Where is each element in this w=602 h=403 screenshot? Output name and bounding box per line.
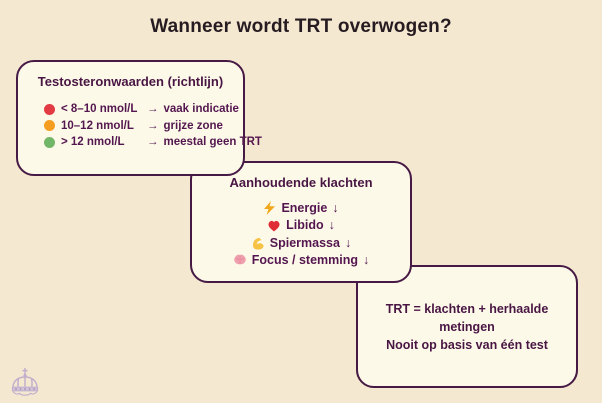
right-arrow-icon: → [147,136,159,149]
symptom-label: Focus / stemming [251,253,359,268]
threshold-value: < 8–10 nmol/L [61,103,138,116]
green-dot-icon [44,136,55,148]
conclusion-line-2: Nooit op basis van één test [386,337,548,352]
threshold-result: vaak indicatie [163,103,239,116]
symptom-row: Energie ↓ [192,199,410,217]
red-dot-icon [44,103,55,115]
threshold-value: 10–12 nmol/L [61,119,134,132]
threshold-row: < 8–10 nmol/L → vaak indicatie [44,101,243,118]
brain-icon [233,254,247,266]
symptom-label: Spiermassa [269,235,340,250]
down-arrow-icon: ↓ [328,218,335,233]
symptom-card: Aanhoudende klachten Energie ↓ Libido ↓ [190,161,412,283]
down-arrow-icon: ↓ [363,253,370,268]
page-title: Wanneer wordt TRT overwogen? [150,16,452,37]
symptom-list: Energie ↓ Libido ↓ Spiermassa ↓ [192,199,410,269]
down-arrow-icon: ↓ [332,200,339,215]
symptom-row: Spiermassa ↓ [192,234,410,252]
lightning-icon [263,200,276,215]
threshold-row: > 12 nmol/L → meestal geen TRT [44,134,262,151]
threshold-value: > 12 nmol/L [61,136,125,149]
threshold-result: meestal geen TRT [163,136,262,149]
threshold-card-title: Testosteronwaarden (richtlijn) [37,74,224,89]
right-arrow-icon: → [147,119,159,132]
threshold-result: grijze zone [163,119,223,132]
conclusion-line-1: TRT = klachten + herhaalde metingen [385,301,549,334]
conclusion-text: TRT = klachten + herhaalde metingen Nooi… [358,300,576,354]
symptom-row: Focus / stemming ↓ [192,252,410,270]
right-arrow-icon: → [147,103,159,116]
threshold-card: Testosteronwaarden (richtlijn) < 8–10 nm… [16,60,262,176]
symptom-label: Libido [286,218,324,233]
symptom-row: Libido ↓ [192,217,410,235]
bicep-icon [251,236,265,250]
symptom-label: Energie [281,200,328,215]
threshold-rows: < 8–10 nmol/L → vaak indicatie 10–12 nmo… [18,101,262,151]
orange-dot-icon [44,120,55,132]
symptom-card-title: Aanhoudende klachten [229,175,373,190]
crown-icon [7,364,43,398]
conclusion-card: TRT = klachten + herhaalde metingen Nooi… [356,265,578,388]
down-arrow-icon: ↓ [344,235,352,250]
threshold-row: 10–12 nmol/L → grijze zone [44,118,243,135]
heart-icon [267,219,281,232]
